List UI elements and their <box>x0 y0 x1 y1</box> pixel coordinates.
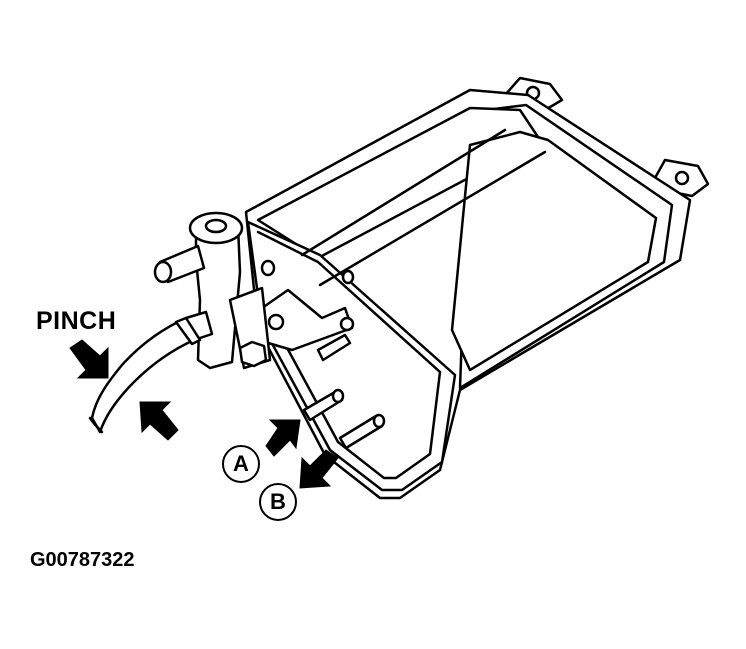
valve-body <box>194 224 242 370</box>
canister-barrel <box>450 130 658 372</box>
port-b-letter: B <box>270 489 286 514</box>
arrow-to-port-b <box>299 449 339 489</box>
pinch-arrow-lower <box>139 401 179 441</box>
barrel-seam-2 <box>318 150 547 287</box>
vent-hose <box>90 310 214 434</box>
port-upper <box>316 333 352 362</box>
hose-clamp <box>174 316 202 346</box>
arrow-to-port-a <box>265 419 301 457</box>
port-a-letter: A <box>233 451 249 476</box>
figure-code: G00787322 <box>30 549 135 571</box>
hose-end <box>88 416 104 434</box>
pinch-arrow-upper <box>69 339 109 379</box>
canister-front-face <box>246 220 457 492</box>
barrel-seam <box>300 128 507 257</box>
bracket-hole-left <box>267 313 285 331</box>
stud-left <box>260 259 276 277</box>
stud-right <box>341 269 355 285</box>
pinch-label: PINCH <box>36 307 117 335</box>
mount-hole-right <box>674 170 690 186</box>
bolt-hex <box>238 340 268 368</box>
port-a-label: A <box>222 445 260 483</box>
bracket-hole-right <box>339 316 355 332</box>
port-b-label: B <box>259 483 297 521</box>
